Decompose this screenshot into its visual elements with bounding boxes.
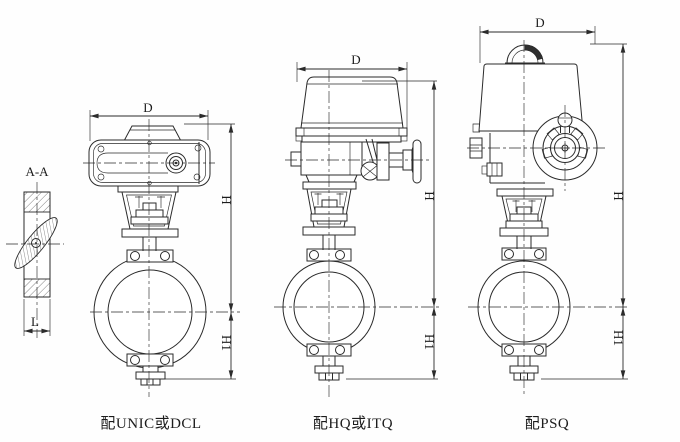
dimension-label-h1: H1 xyxy=(422,334,437,350)
cable-gland xyxy=(486,162,503,177)
gearbox xyxy=(300,141,363,176)
dimension-label-l: L xyxy=(31,314,39,329)
valve-view-psq: D H H1 配PSQ xyxy=(467,15,629,432)
dimension-label-d: D xyxy=(351,52,360,67)
actuator-housing xyxy=(300,76,404,129)
valve-stem xyxy=(516,236,532,249)
actuator-housing xyxy=(478,63,584,132)
actuator-top-cover xyxy=(123,125,182,142)
dimension-label-h: H xyxy=(422,191,437,200)
bottom-shaft-nut xyxy=(135,371,166,380)
dimension-label-d: D xyxy=(143,100,152,115)
disc-shaft-center xyxy=(35,242,37,244)
valve-view-hq-itq: D H H1 配HQ或ITQ xyxy=(274,52,441,432)
dimension-label-h: H xyxy=(611,191,626,200)
section-view-title: A-A xyxy=(25,164,49,179)
indicator-dome xyxy=(505,44,545,64)
dimension-label-h: H xyxy=(219,195,234,204)
handwheel-side xyxy=(376,139,422,184)
valve-stem xyxy=(142,237,157,251)
valve-view-unic-dcl: D H H1 配UNIC或DCL xyxy=(83,100,240,432)
caption-hq-itq: 配HQ或ITQ xyxy=(313,415,393,432)
dimension-label-d: D xyxy=(535,15,544,30)
valve-stem xyxy=(322,235,336,250)
bracket-flange xyxy=(121,228,179,238)
actuator-flange xyxy=(295,127,408,137)
dimension-label-h1: H1 xyxy=(219,335,234,351)
dimension-label-h1: H1 xyxy=(611,330,626,346)
caption-psq: 配PSQ xyxy=(525,415,570,432)
section-view-aa: A-A L xyxy=(6,164,64,338)
caption-unic-dcl: 配UNIC或DCL xyxy=(100,415,201,432)
declutch-lever xyxy=(360,138,380,181)
